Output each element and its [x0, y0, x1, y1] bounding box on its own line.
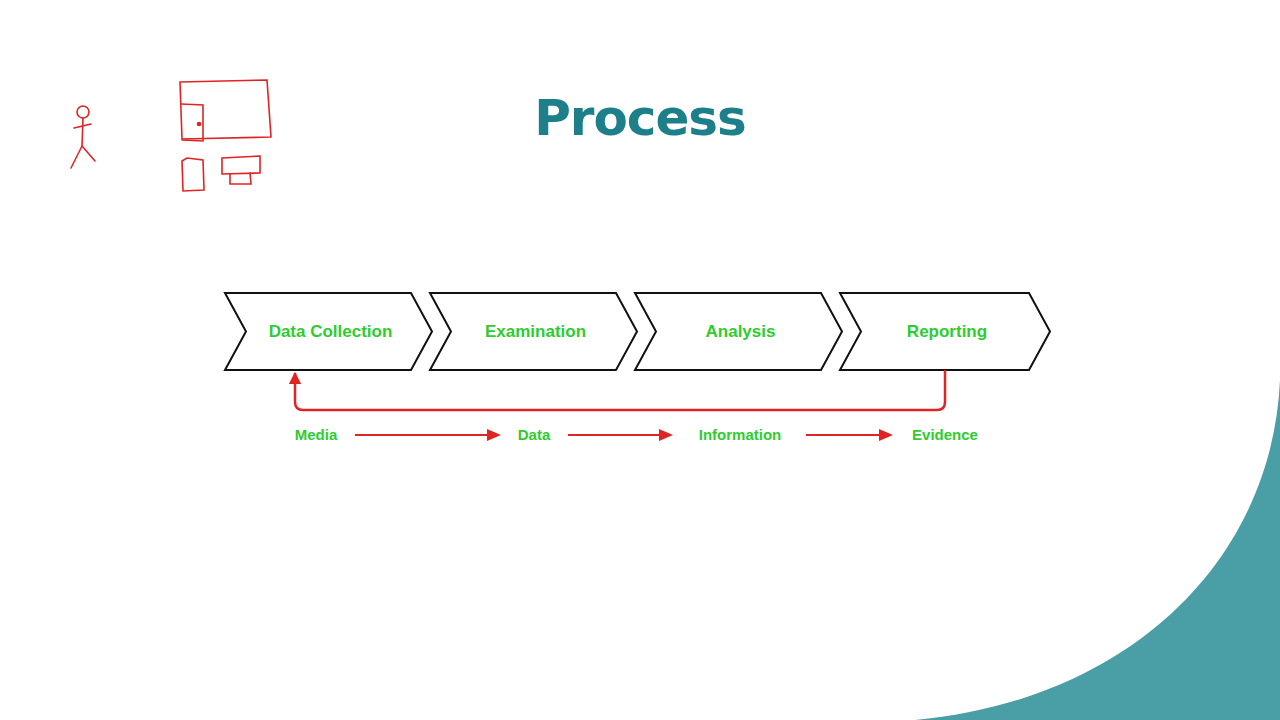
process-step: Data Collection [225, 293, 432, 370]
stage-label: Media [295, 426, 338, 444]
step-label: Data Collection [269, 322, 393, 342]
step-label: Analysis [706, 322, 776, 342]
chevron-outline [840, 293, 1050, 370]
diagram-title: Process [440, 88, 840, 148]
stage-label: Data [518, 426, 551, 444]
stage-label: Information [699, 426, 782, 444]
chevron-outline [635, 293, 842, 370]
chevron-outline [430, 293, 637, 370]
process-step: Analysis [635, 293, 842, 370]
step-label: Reporting [907, 322, 987, 342]
label-arrows [355, 429, 893, 441]
chevron-outline [225, 293, 432, 370]
hand-sketch [71, 80, 271, 191]
process-step: Reporting [840, 293, 1050, 370]
stage-label: Evidence [912, 426, 978, 444]
feedback-arrow [295, 370, 945, 410]
step-label: Examination [485, 322, 586, 342]
process-step: Examination [430, 293, 637, 370]
